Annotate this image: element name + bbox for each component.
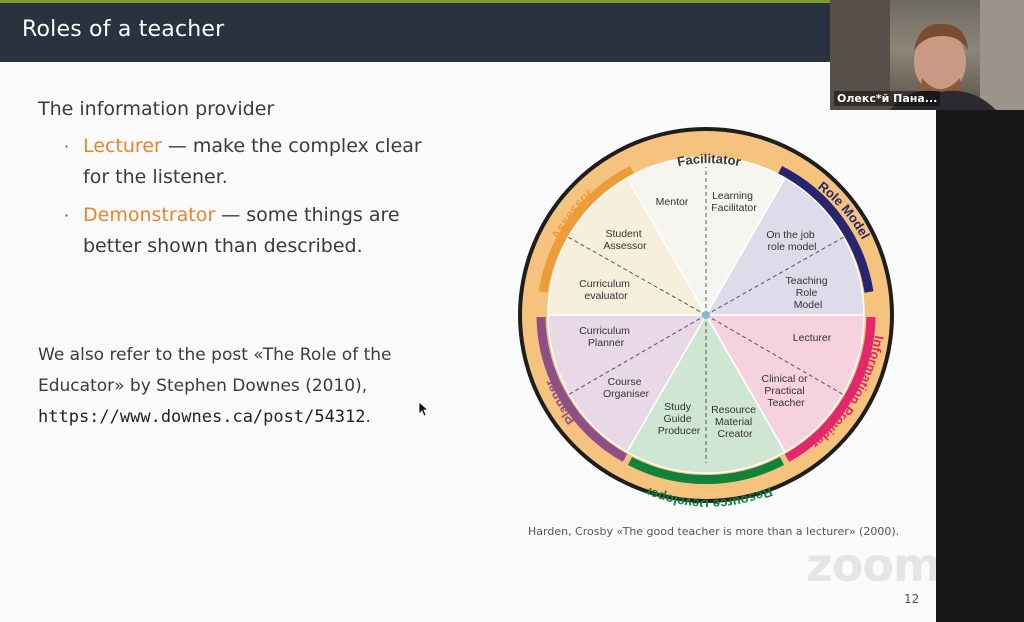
teacher-roles-wheel: Facilitator Role Model Information Provi… [518,127,894,507]
role-label-facilitator: Facilitator [676,151,742,169]
inner-label-mentor: Mentor [656,196,689,208]
participant-name: Олекс*й Пана... [834,91,941,106]
divider-line [567,314,707,396]
bullet-marker: · [64,137,70,156]
slide-title-bar: Roles of a teacher [0,0,830,62]
participant-video-feed [830,0,1024,110]
reference-url-suffix: . [365,407,371,427]
slide-subtitle: The information provider [38,98,275,120]
bullet-demonstrator: Demonstrator — some things are better sh… [83,200,463,262]
bullet-term: Lecturer [83,135,162,157]
bullet-lecturer: Lecturer — make the complex clear for th… [83,131,463,193]
bullet-text: — make the complex clear [161,135,422,157]
divider-line [705,314,845,396]
video-sidebar [936,110,1024,622]
slide-title: Roles of a teacher [22,17,225,42]
reference-line: Educator» by Stephen Downes (2010), [38,376,368,396]
sector-role-model [704,176,865,316]
bullet-term: Demonstrator [83,204,216,226]
sector-planner [547,314,708,454]
divider-line [567,236,707,316]
assessor-arc [538,165,635,293]
inner-label-lecturer: Lecturer [793,332,832,344]
inner-label-learning-facilitator: Learning Facilitator [711,190,757,214]
inner-label-study-guide-producer: Study Guide Producer [658,401,701,437]
role-model-arc [777,165,874,293]
reference-line: We also refer to the post «The Role of t… [38,345,392,365]
inner-label-on-the-job-role-model: On the job role model [766,229,817,253]
bullet-text: — some things are [215,204,400,226]
bullet-text-continued: for the listener. [83,166,228,188]
inner-label-student-assessor: Student Assessor [603,228,647,252]
inner-label-curriculum-evaluator: Curriculum evaluator [579,278,633,302]
mouse-cursor-icon [418,401,428,417]
inner-label-curriculum-planner: Curriculum Planner [579,325,633,349]
inner-label-course-organiser: Course Organiser [603,376,650,400]
page-number: 12 [904,592,920,606]
sector-information-provider [704,314,865,454]
bullet-text-continued: better shown than described. [83,235,363,257]
participant-video-tile[interactable]: Олекс*й Пана... [830,0,1024,110]
reference-block: We also refer to the post «The Role of t… [38,340,458,433]
slide: Roles of a teacher The information provi… [0,0,936,622]
inner-label-teaching-role-model: Teaching Role Model [786,275,831,311]
reference-url-link[interactable]: https://www.downes.ca/post/54312 [38,407,366,427]
wheel-center [702,311,710,319]
planner-arc [536,316,628,462]
zoom-logo: zoom [806,538,936,592]
sector-assessor [547,176,708,316]
inner-label-resource-material-creator: Resource Material Creator [711,404,759,440]
information-provider-arc [784,316,876,462]
figure-caption: Harden, Crosby «The good teacher is more… [528,525,900,538]
inner-label-clinical-teacher: Clinical or Practical Teacher [761,373,810,409]
resource-developer-arc [627,457,785,484]
bullet-marker: · [64,206,70,225]
divider-line [705,236,845,316]
